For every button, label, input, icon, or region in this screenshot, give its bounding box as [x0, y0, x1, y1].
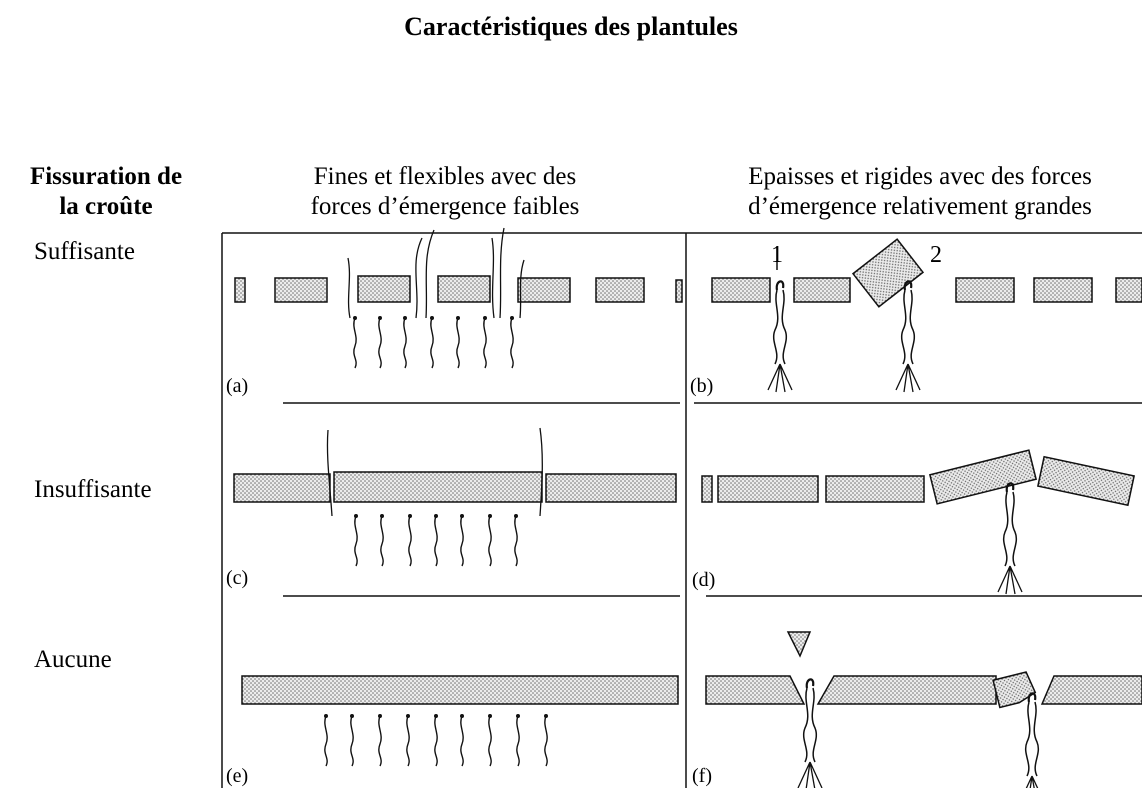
row-header-crust-cracking: Fissuration de la croûte [0, 162, 212, 222]
panel-c-seedlings [326, 427, 543, 567]
panel-f-seedling-1 [796, 678, 824, 788]
panel-label-a: (a) [226, 375, 248, 397]
panel-label-f: (f) [692, 765, 712, 787]
panel-d-crust-fragments [701, 449, 1136, 507]
panel-b-crust-fragments [711, 238, 1142, 308]
panel-b-seedling-1 [766, 280, 794, 394]
panel-f-seedling-2 [1018, 692, 1046, 788]
panel-f-crust [705, 631, 1142, 709]
panel-label-d: (d) [692, 569, 715, 591]
column-b-line-2: d’émergence relativement grandes [748, 193, 1092, 220]
row-label-insufficient: Insuffisante [34, 476, 152, 503]
column-header-thin-flexible: Fines et flexibles avec des forces d’éme… [240, 162, 650, 222]
panel-label-b: (b) [690, 375, 713, 397]
panel-e-seedlings [323, 713, 549, 767]
figure-frame [221, 232, 1142, 788]
seedling-number-1: 1 [771, 242, 783, 268]
column-header-thick-rigid: Epaisses et rigides avec des forces d’ém… [690, 162, 1142, 222]
row-label-sufficient: Suffisante [34, 238, 135, 265]
column-a-line-1: Fines et flexibles avec des [313, 163, 577, 190]
panel-e-crust [241, 675, 679, 705]
panel-d-seedling [996, 482, 1024, 596]
row-header-line-1: Fissuration de [29, 163, 183, 190]
panel-a-crust-fragments [234, 275, 683, 303]
panel-a-seedlings [347, 227, 525, 369]
panel-b-seedling-2 [894, 280, 922, 394]
column-b-line-1: Epaisses et rigides avec des forces [748, 163, 1092, 190]
row-label-none: Aucune [34, 646, 112, 673]
row-header-line-2: la croûte [59, 193, 153, 220]
seedling-number-2: 2 [930, 242, 942, 268]
column-a-line-2: forces d’émergence faibles [310, 193, 580, 220]
panel-label-c: (c) [226, 567, 248, 589]
panel-c-crust-fragments [233, 471, 677, 503]
figure-title: Caractéristiques des plantules [404, 12, 738, 41]
panel-label-e: (e) [226, 765, 248, 787]
